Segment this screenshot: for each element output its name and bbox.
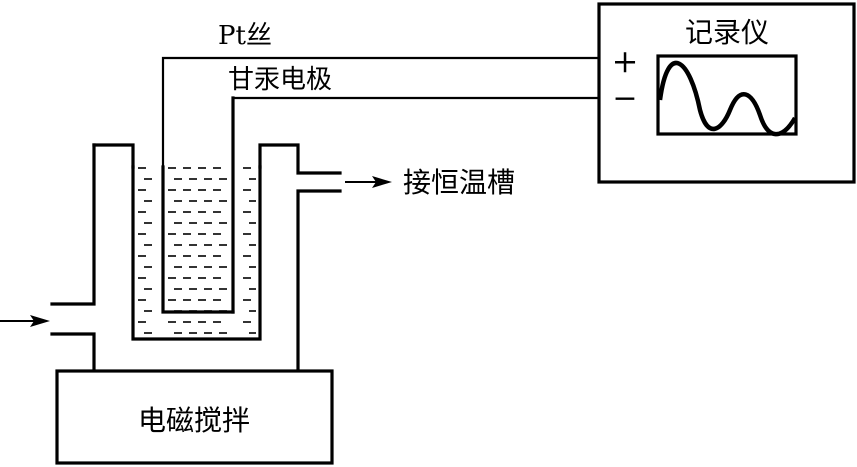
outer-jacket-right (296, 189, 342, 372)
outer-jacket (50, 143, 96, 306)
recorder-label: 记录仪 (685, 16, 769, 49)
calomel-electrode-label: 甘汞电极 (228, 65, 332, 95)
outer-jacket-lower-left (50, 332, 96, 372)
recorder-trace (657, 60, 797, 137)
recorder-minus-terminal: − (612, 81, 637, 116)
thermostat-label: 接恒温槽 (403, 166, 515, 199)
stirrer-label: 电磁搅拌 (138, 404, 250, 437)
magnetic-stirrer (55, 369, 334, 465)
pt-wire-tip (161, 165, 235, 314)
outer-jacket-top-left (92, 143, 135, 169)
recorder-screen (656, 54, 798, 136)
recorder-box (597, 2, 856, 184)
outlet-arrow (345, 176, 392, 188)
inner-vessel (131, 165, 262, 341)
inlet-arrow (0, 315, 50, 327)
recorder-plus-terminal: + (612, 42, 639, 80)
solution-liquid (138, 167, 256, 334)
outer-jacket-top-right (258, 143, 342, 175)
pt-wire-label: Pt丝 (218, 21, 272, 51)
